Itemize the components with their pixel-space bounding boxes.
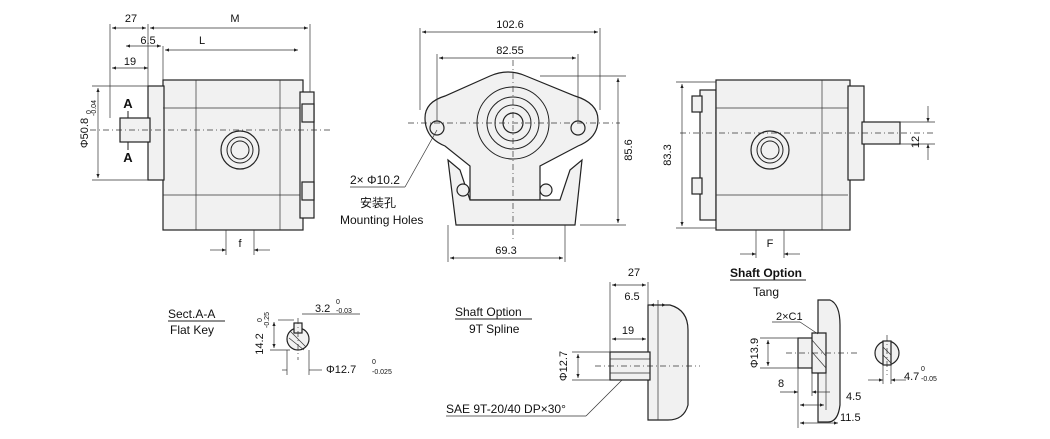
spline-dim-27: 27	[628, 267, 640, 279]
front-flange	[424, 71, 599, 201]
tang-detail: Shaft Option Tang 2×C1 Φ13.9 8 4.5	[730, 266, 937, 428]
spline-subtitle: 9T Spline	[469, 322, 520, 336]
spline-dim-diameter: Φ12.7	[558, 351, 570, 381]
front-view: 102.6 82.55 85.6 69.3 2× Φ10.2 安装孔 Mount…	[340, 19, 635, 262]
spline-flange	[647, 304, 689, 421]
dim-19: 19	[124, 56, 136, 68]
dim-f-small: f	[238, 238, 242, 250]
tang-blade-tol-lower: -0.05	[921, 376, 937, 383]
dim-82-55: 82.55	[496, 45, 524, 57]
dim-m: M	[230, 13, 239, 25]
dim-6-5: 6.5	[140, 35, 155, 47]
holes-label-cn: 安装孔	[360, 195, 396, 210]
tang-dim-11-5: 11.5	[840, 412, 861, 424]
dim-12: 12	[910, 136, 922, 148]
tol-50-8-lower: -0.04	[91, 100, 98, 116]
dim-102-6: 102.6	[496, 19, 524, 31]
section-mark-a-top: A	[123, 96, 133, 111]
spline-detail: Shaft Option 9T Spline 27 6.5 19 Φ12.7 S…	[446, 267, 700, 421]
port-left-inner	[226, 136, 254, 164]
lower-bolt-right	[539, 183, 553, 197]
spline-dim-19: 19	[622, 325, 634, 337]
flat-key-width: 3.2	[315, 303, 330, 315]
flat-key-width-tol-upper: 0	[336, 299, 340, 306]
spline-spec-note: SAE 9T-20/40 DP×30°	[446, 402, 566, 416]
tol-50-8-upper: 0	[86, 110, 93, 114]
flat-key-height: 14.2	[254, 333, 266, 354]
flat-key-subtitle: Flat Key	[170, 323, 214, 337]
flat-key-title: Sect.A-A	[168, 307, 215, 321]
tang-blade-tol-upper: 0	[921, 366, 925, 373]
flat-key-detail: Sect.A-A Flat Key 3.2 0 -0.03 14.2 0 -0.…	[168, 299, 392, 376]
lower-bolt-left	[456, 183, 470, 197]
dim-69-3: 69.3	[495, 245, 516, 257]
left-side-view: 27 M 6.5 L 19 Φ50.8 -0.04 0 f A A	[79, 13, 330, 255]
dim-f-large: F	[767, 238, 774, 250]
flat-key-diameter-tol-upper: 0	[372, 359, 376, 366]
section-mark-a-bottom: A	[123, 150, 133, 165]
bolt-top-left	[301, 103, 315, 123]
holes-label-en: Mounting Holes	[340, 213, 423, 227]
dim-phi-50-8: Φ50.8	[79, 118, 91, 148]
right-side-view: 83.3 12 F	[662, 79, 935, 258]
flat-key-height-tol-lower: -0.25	[264, 312, 271, 328]
bolt-bottom-left	[301, 181, 315, 201]
dim-83-3: 83.3	[662, 144, 674, 165]
tang-chamfer: 2×C1	[776, 311, 803, 323]
tang-dim-8: 8	[778, 378, 784, 390]
spline-title: Shaft Option	[455, 305, 522, 319]
dim-27: 27	[125, 13, 137, 25]
holes-qty-dia: 2× Φ10.2	[350, 173, 400, 187]
tang-dim-4-5: 4.5	[846, 391, 861, 403]
tang-subtitle: Tang	[753, 285, 779, 299]
flat-key-height-tol-upper: 0	[257, 318, 264, 322]
dim-85-6: 85.6	[623, 139, 635, 160]
flat-key-diameter-tol-lower: -0.025	[372, 369, 392, 376]
tang-blade-width: 4.7	[904, 371, 919, 383]
flat-key-diameter: Φ12.7	[326, 364, 356, 376]
bolt-bottom-right	[691, 177, 703, 195]
tang-title: Shaft Option	[730, 266, 802, 280]
flat-key-width-tol-lower: -0.03	[336, 308, 352, 315]
bolt-top-right	[691, 95, 703, 113]
spline-dim-6-5: 6.5	[624, 291, 639, 303]
dim-l: L	[199, 35, 205, 47]
front-lower-body	[447, 158, 583, 226]
tang-diameter: Φ13.9	[749, 338, 761, 368]
